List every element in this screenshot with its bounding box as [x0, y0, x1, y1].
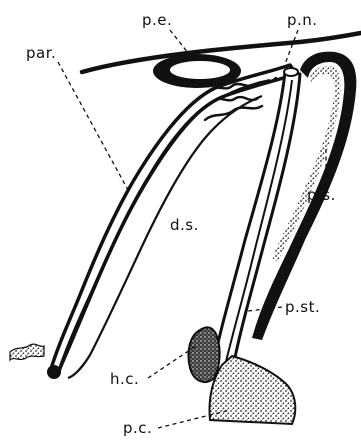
pineal-eye-lumen	[170, 61, 230, 79]
label-pn: p.n.	[287, 11, 318, 29]
label-pe: p.e.	[142, 11, 172, 29]
label-pst: p.st.	[285, 298, 320, 316]
label-ps: p.s.	[307, 186, 336, 204]
posterior-commissure	[210, 356, 296, 424]
label-par: par.	[26, 44, 56, 62]
frayed-tissue-tip	[10, 344, 44, 360]
paraphysis-terminal-knob	[47, 365, 61, 379]
leader-pn	[285, 30, 298, 64]
pineal-nerve-opening	[284, 68, 298, 76]
label-hc: h.c.	[110, 370, 139, 388]
leader-par	[58, 62, 128, 190]
label-pc: p.c.	[123, 419, 152, 437]
habenular-commissure	[188, 327, 219, 382]
label-ds: d.s.	[170, 216, 199, 234]
